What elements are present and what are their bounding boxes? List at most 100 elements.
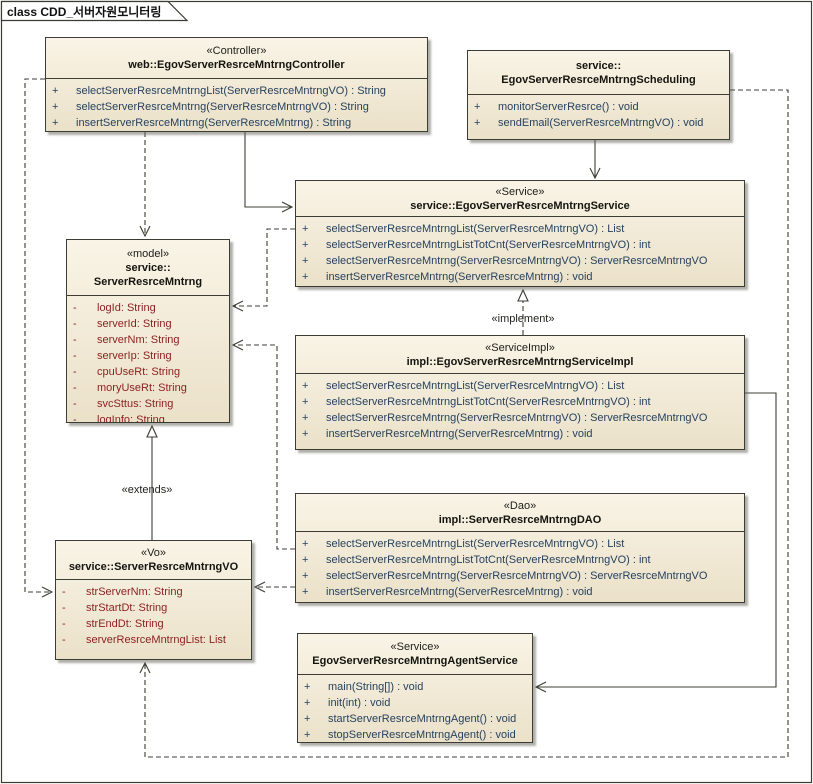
- class-box-agentservice[interactable]: «Service» EgovServerResrceMntrngAgentSer…: [297, 633, 533, 743]
- class-box-controller[interactable]: «Controller» web::EgovServerResrceMntrng…: [45, 37, 428, 132]
- class-box-dao[interactable]: «Dao» impl::ServerResrceMntrngDAO +selec…: [295, 493, 745, 603]
- visibility-marker: -: [73, 398, 77, 410]
- member-text: strEndDt: String: [86, 618, 164, 630]
- member-text: monitorServerResrce() : void: [498, 101, 639, 113]
- class-header: «model» service:: ServerResrceMntrng: [67, 240, 229, 295]
- dependency-dao-to-model: [231, 339, 295, 550]
- class-stereotype: «Controller»: [206, 45, 267, 57]
- class-methods: +selectServerResrceMntrngList(ServerResr…: [296, 531, 744, 602]
- member-text: cpuUseRt: String: [97, 366, 181, 378]
- class-member-row: +stopServerResrceMntrngAgent() : void: [298, 727, 532, 742]
- class-member-row: +selectServerResrceMntrngList(ServerResr…: [46, 83, 427, 99]
- member-text: init(int) : void: [328, 697, 391, 709]
- class-header: «Service» EgovServerResrceMntrngAgentSer…: [298, 634, 532, 674]
- member-text: selectServerResrceMntrng(ServerResrceMnt…: [326, 412, 708, 424]
- class-methods: + selectServerResrceMntrngList(ServerResr…: [296, 216, 744, 286]
- class-header: «Vo» service::ServerResrceMntrngVO: [56, 541, 251, 579]
- assoc-controller-to-service: [244, 132, 294, 213]
- diagram-title: class CDD_서버자원모니터링: [7, 5, 162, 19]
- class-member-row: +selectServerResrceMntrngList(ServerResr…: [296, 378, 744, 394]
- class-member-row: - serverResrceMntrngList: List: [56, 632, 251, 648]
- class-stereotype: «Dao»: [503, 499, 537, 512]
- visibility-marker: +: [304, 713, 311, 725]
- visibility-marker: -: [73, 366, 77, 378]
- class-member-row: -serverNm: String: [67, 332, 229, 348]
- member-text: startServerResrceMntrngAgent() : void: [328, 713, 517, 725]
- class-header: «Dao» impl::ServerResrceMntrngDAO: [296, 494, 744, 531]
- visibility-marker: +: [302, 271, 309, 283]
- class-member-row: -serverId: String: [67, 316, 229, 332]
- class-stereotype: «Service»: [390, 641, 440, 653]
- class-name: impl::ServerResrceMntrngDAO: [438, 513, 602, 526]
- member-text: serverResrceMntrngList: List: [86, 634, 226, 646]
- member-text: insertServerResrceMntrng(ServerResrceMnt…: [76, 117, 352, 129]
- member-text: stopServerResrceMntrngAgent() : void: [328, 729, 516, 741]
- member-text: logId: String: [97, 302, 156, 314]
- visibility-marker: +: [302, 586, 309, 598]
- visibility-marker: +: [302, 412, 309, 424]
- class-member-row: +insertServerResrceMntrng(ServerResrceMn…: [296, 269, 744, 285]
- member-text: svcSttus: String: [97, 398, 174, 410]
- class-member-row: + selectServerResrceMntrngList(ServerResr…: [296, 221, 744, 237]
- visibility-marker: +: [474, 117, 481, 129]
- class-member-row: +sendEmail(ServerResrceMntrngVO) : void: [468, 115, 729, 131]
- class-name: service:: ServerResrceMntrng: [93, 261, 203, 288]
- label-extends: «extends»: [121, 484, 173, 496]
- visibility-marker: +: [52, 117, 59, 129]
- class-member-row: +selectServerResrceMntrngListTotCnt(Serv…: [296, 237, 744, 253]
- class-methods: +selectServerResrceMntrngList(ServerResr…: [46, 78, 427, 131]
- class-name: service::ServerResrceMntrngVO: [68, 561, 239, 573]
- class-header: «Service» service::EgovServerResrceMntrn…: [296, 181, 744, 216]
- visibility-marker: -: [62, 618, 66, 630]
- class-member-row: +main(String[]) : void: [298, 679, 532, 695]
- visibility-marker: -: [62, 634, 66, 646]
- class-member-row: + insertServerResrceMntrng(ServerResrceMn…: [46, 115, 427, 131]
- visibility-marker: -: [73, 414, 77, 422]
- class-member-row: - serverIp: String: [67, 348, 229, 364]
- member-text: insertServerResrceMntrng(ServerResrceMnt…: [326, 428, 593, 440]
- member-text: selectServerResrceMntrngListTotCnt(Serve…: [326, 239, 651, 251]
- class-member-row: +insertServerResrceMntrng(ServerResrceMn…: [296, 584, 744, 600]
- class-box-scheduling[interactable]: service:: EgovServerResrceMntrngScheduli…: [467, 50, 730, 140]
- class-box-vo[interactable]: «Vo» service::ServerResrceMntrngVO - strS…: [55, 540, 252, 660]
- class-member-row: - svcSttus: String: [67, 396, 229, 412]
- member-text: selectServerResrceMntrngList(ServerResrc…: [326, 223, 625, 235]
- visibility-marker: -: [73, 382, 77, 394]
- visibility-marker: +: [302, 255, 309, 267]
- class-attributes: - strServerNm: String - strStartDt: String -…: [56, 579, 251, 659]
- class-member-row: +insertServerResrceMntrng(ServerResrceMn…: [296, 426, 744, 442]
- visibility-marker: -: [62, 602, 66, 614]
- class-box-service[interactable]: «Service» service::EgovServerResrceMntrn…: [295, 180, 745, 287]
- visibility-marker: +: [302, 380, 309, 392]
- class-box-serviceimpl[interactable]: «ServiceImpl» impl::EgovServerResrceMntr…: [295, 335, 745, 450]
- class-header: «Controller» web::EgovServerResrceMntrng…: [46, 38, 427, 78]
- class-name: web::EgovServerResrceMntrngController: [128, 59, 345, 71]
- class-member-row: - cpuUseRt: String: [67, 364, 229, 380]
- member-text: serverNm: String: [97, 334, 180, 346]
- member-text: strStartDt: String: [86, 602, 168, 614]
- visibility-marker: +: [302, 396, 309, 408]
- visibility-marker: +: [302, 554, 309, 566]
- member-text: serverIp: String: [97, 350, 172, 362]
- member-text: selectServerResrceMntrng(ServerResrceMnt…: [76, 101, 369, 113]
- member-text: strServerNm: String: [86, 586, 183, 598]
- class-member-row: + monitorServerResrce() : void: [468, 99, 729, 115]
- class-stereotype: «ServiceImpl»: [485, 341, 555, 354]
- class-name: EgovServerResrceMntrngAgentService: [312, 655, 518, 667]
- visibility-marker: +: [302, 223, 309, 235]
- visibility-marker: +: [474, 101, 481, 113]
- class-methods: + monitorServerResrce() : void +sendEmail(…: [468, 94, 729, 139]
- visibility-marker: -: [73, 350, 77, 362]
- class-member-row: -logId: String: [67, 300, 229, 316]
- visibility-marker: +: [302, 570, 309, 582]
- visibility-marker: +: [52, 101, 59, 113]
- class-member-row: +selectServerResrceMntrngListTotCnt(Serv…: [296, 394, 744, 410]
- class-stereotype: «Vo»: [140, 547, 167, 559]
- dependency-controller-to-vo: [24, 78, 54, 598]
- dependency-service-to-model: [231, 228, 295, 312]
- class-member-row: +selectServerResrceMntrngListTotCnt(Serv…: [296, 552, 744, 568]
- member-text: main(String[]) : void: [328, 681, 424, 693]
- class-box-model[interactable]: «model» service:: ServerResrceMntrng -lo…: [66, 239, 230, 423]
